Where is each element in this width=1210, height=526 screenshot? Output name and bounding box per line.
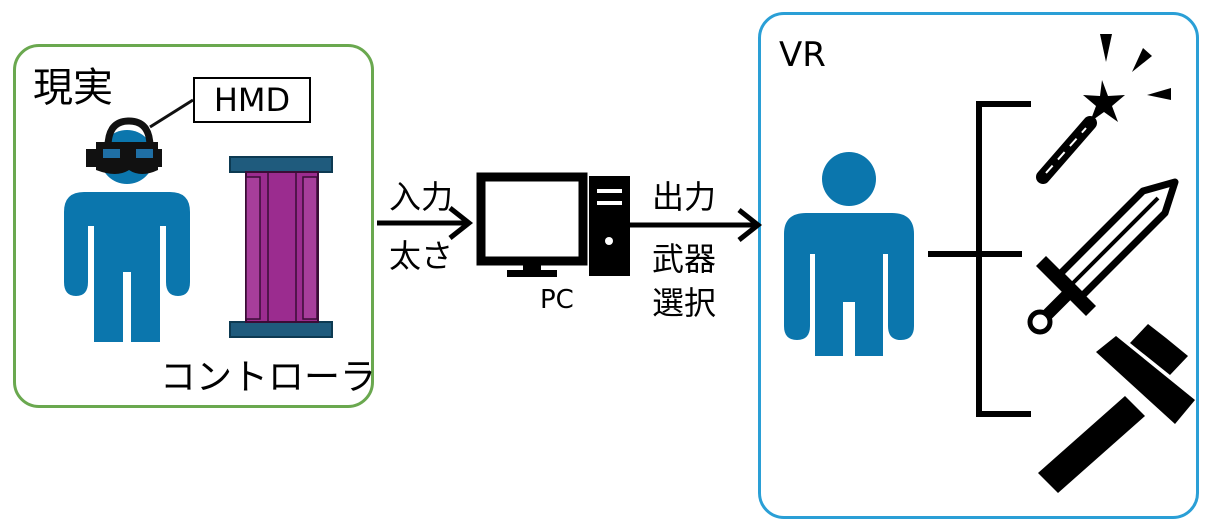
monitor-screen [476, 172, 588, 266]
sparkle-3 [1147, 88, 1171, 100]
person-body [64, 192, 190, 342]
vr-headset-icon [86, 98, 194, 174]
controller-bottom-cap [229, 321, 333, 338]
monitor-neck [523, 261, 541, 271]
thickness-label: 太さ [389, 237, 454, 275]
pc-label: PC [540, 285, 574, 315]
hammer-icon [1038, 324, 1195, 493]
sword-fuller [1070, 196, 1160, 286]
vr-title: VR [779, 35, 826, 75]
sparkle-2 [1132, 48, 1152, 72]
sparkle-1 [1100, 34, 1112, 62]
controller-slat-1 [245, 176, 261, 320]
sword-icon [1027, 178, 1179, 335]
tower-power [605, 237, 613, 245]
hammer-handle [1038, 396, 1145, 493]
tower-slot-2 [597, 201, 622, 205]
arrow-icon [377, 206, 474, 240]
hmd-pointer-line [149, 98, 194, 129]
reality-title: 現実 [33, 65, 113, 111]
controller-label: コントローラ [160, 357, 377, 398]
hammer-head-top [1130, 324, 1188, 375]
arrow-icon [630, 208, 763, 242]
input-label: 入力 [389, 178, 454, 216]
hammer-head [1096, 336, 1195, 424]
pc-tower-icon [589, 176, 630, 276]
hmd-label-box: HMD [193, 77, 311, 123]
sword-pommel [1027, 309, 1053, 335]
monitor-stand [507, 270, 557, 277]
headset-lens-right [136, 149, 153, 158]
headset-strap [104, 117, 154, 148]
controller-slat-2 [302, 176, 318, 320]
tower-slot-1 [597, 189, 622, 193]
input-arrow-head [448, 206, 474, 240]
weapon-select-label-line2: 選択 [652, 284, 717, 322]
hmd-label: HMD [213, 81, 291, 119]
vr-person-head [822, 152, 876, 206]
output-label: 出力 [652, 178, 717, 216]
sword-grip [1041, 286, 1076, 321]
weapon-bracket [928, 101, 1031, 417]
weapon-select-label-line1: 武器 [652, 240, 717, 278]
controller-cylinder-icon [229, 156, 333, 338]
output-arrow-head [737, 208, 763, 242]
magic-wand-icon [1036, 34, 1171, 184]
wand-star [1083, 80, 1125, 122]
vr-person-body [784, 213, 914, 356]
monitor-icon [476, 172, 588, 277]
controller-top-cap [229, 156, 333, 173]
person-icon [784, 152, 914, 356]
sword-crossguard [1036, 256, 1096, 316]
headset-lens-left [103, 149, 120, 158]
